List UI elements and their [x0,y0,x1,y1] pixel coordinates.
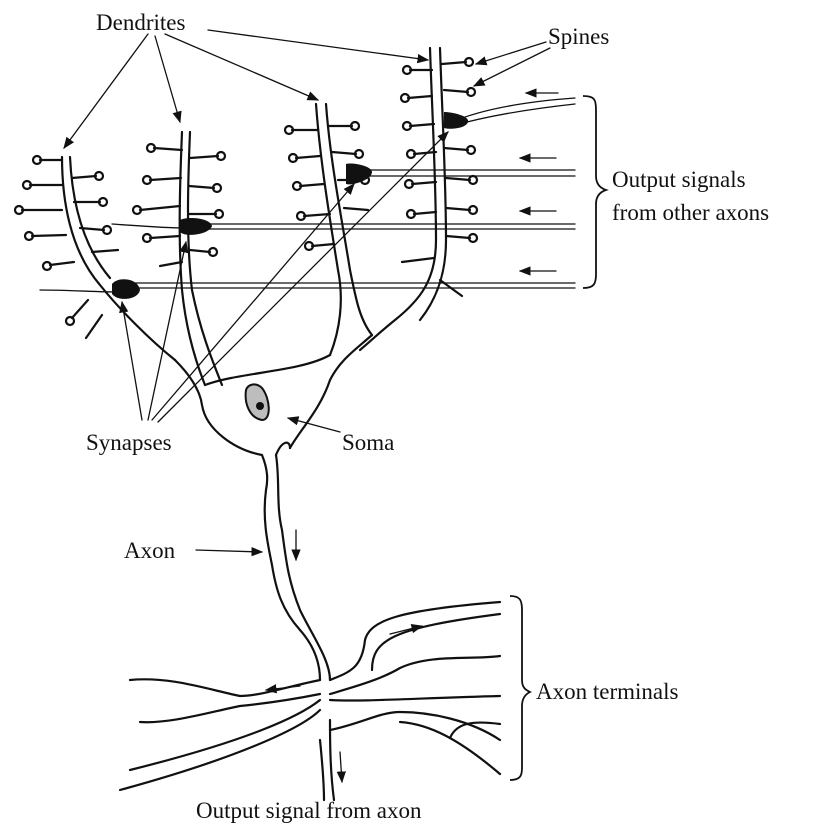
axon-pointer [196,550,262,552]
soma-label: Soma [342,430,394,455]
dendrites-pointers [64,30,428,148]
synapse-blob [112,279,140,299]
axon [265,455,330,680]
synapses-label: Synapses [86,430,172,455]
soma-pointer [288,418,340,432]
incoming-axons [40,98,575,292]
dendrite-tree-right-outer [360,48,477,350]
axon-terminals-label: Axon terminals [536,679,678,704]
axon-label: Axon [124,538,176,563]
axon-terminals-branches [120,602,500,800]
dendrite-tree-mid [133,132,225,385]
output-signals-label-line2: from other axons [612,200,769,225]
incoming-signal-arrows [520,93,558,271]
synapse-terminals [112,112,468,299]
synapse-blob [444,112,468,129]
axon-signal-arrows [266,530,422,782]
spines-pointers [474,42,550,86]
output-signals-bracket [583,96,606,288]
output-signals-label-line1: Output signals [612,167,746,192]
nucleolus [256,402,264,410]
nucleus [246,384,269,420]
synapse-blob [180,218,212,235]
dendrites-label: Dendrites [96,10,185,35]
axon-terminals-bracket [510,596,530,780]
spines-label: Spines [548,24,609,49]
dendrite-tree-left [15,156,175,360]
output-signal-from-axon-label: Output signal from axon [196,798,422,823]
